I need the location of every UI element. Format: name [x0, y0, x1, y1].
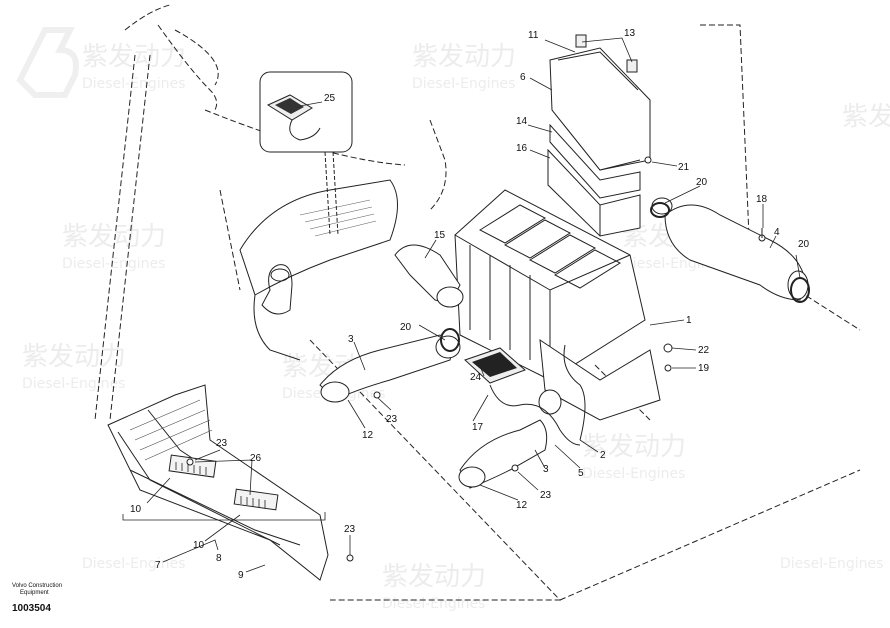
callout-3: 3	[348, 334, 354, 345]
watermark-tile: Diesel-Engines	[780, 556, 883, 572]
callout-6: 6	[520, 72, 526, 83]
callout-9: 9	[238, 570, 244, 581]
callout-10: 10	[193, 540, 205, 551]
filter-stack	[547, 47, 651, 237]
watermark-sub: Diesel-Engines	[22, 376, 125, 392]
hvac-ribs	[478, 204, 622, 289]
caption-line-2: Equipment	[20, 590, 49, 596]
callout-13: 13	[624, 28, 636, 39]
watermark-tile: Diesel-Engines	[82, 556, 185, 572]
callout-24: 24	[470, 372, 482, 383]
callout-17: 17	[472, 422, 484, 433]
callout-20: 20	[696, 177, 708, 188]
callout-25: 25	[324, 93, 336, 104]
callout-16: 16	[516, 143, 528, 154]
callout-19: 19	[698, 363, 710, 374]
watermark-sub: Diesel-Engines	[62, 256, 165, 272]
callout-26: 26	[250, 453, 262, 464]
callout-4: 4	[774, 227, 780, 238]
callout-20: 20	[400, 322, 412, 333]
watermark-sub: Diesel-Engines	[780, 556, 883, 572]
callout-3: 3	[543, 464, 549, 475]
cab-outline	[94, 4, 861, 601]
watermark-sub: Diesel-Engines	[412, 76, 515, 92]
watermark-brand: 紫发动力	[842, 102, 890, 132]
hvac-unit	[454, 189, 661, 421]
callout-22: 22	[698, 345, 710, 356]
watermark-brand: 紫发动力	[582, 432, 686, 462]
air-hose	[319, 244, 562, 489]
callout-14: 14	[516, 116, 528, 127]
drawing-number: 1003504	[12, 603, 51, 614]
callout-11: 11	[528, 30, 539, 41]
watermark-tile: 紫发动力 Diesel-Engines	[16, 27, 186, 98]
vent-slots	[175, 462, 266, 508]
vent-grille	[129, 399, 213, 461]
callout-23: 23	[540, 490, 552, 501]
watermark-sub: Diesel-Engines	[382, 596, 485, 612]
watermark-tile: 紫发动力 Diesel-Engines	[62, 222, 166, 272]
watermark-tile: 紫发动力 Diesel-Engines	[382, 562, 486, 612]
watermark-tile: 紫发动力 Diesel-Engines	[582, 432, 686, 482]
inset-detail	[259, 71, 353, 236]
hose-clamp	[440, 202, 810, 352]
console-texture	[299, 199, 377, 237]
callout-7: 7	[155, 560, 161, 571]
filter-knob	[575, 34, 638, 73]
control-module	[464, 347, 526, 384]
callout-1: 1	[686, 315, 692, 326]
air-vent	[168, 454, 279, 511]
watermark-brand: 紫发动力	[22, 342, 126, 372]
callout-8: 8	[216, 553, 222, 564]
callout-23: 23	[386, 414, 398, 425]
callout-10: 10	[130, 504, 142, 515]
callout-5: 5	[578, 468, 584, 479]
watermark-tile: 紫发动力	[842, 102, 890, 132]
caption-line-1: Volvo Construction	[12, 583, 63, 589]
watermark-layer: 紫发动力 Diesel-Engines 紫发动力 Diesel-Engines …	[16, 27, 890, 612]
callout-20: 20	[798, 239, 810, 250]
watermark-brand: 紫发动力	[412, 42, 516, 72]
leader-lines	[122, 37, 801, 573]
watermark-brand: 紫发动力	[382, 562, 486, 592]
callout-18: 18	[756, 194, 768, 205]
console-duct	[107, 384, 329, 581]
callout-2: 2	[600, 450, 606, 461]
wire-harness	[489, 344, 586, 446]
watermark-tile: 紫发动力 Diesel-Engines	[22, 342, 126, 392]
drawing-caption: Volvo Construction Equipment 1003504	[12, 583, 62, 614]
watermark-tile: 紫发动力 Diesel-Engines	[412, 42, 516, 92]
watermark-sub: Diesel-Engines	[82, 556, 185, 572]
callout-21: 21	[678, 162, 690, 173]
watermark-sub: Diesel-Engines	[582, 466, 685, 482]
callout-15: 15	[434, 230, 446, 241]
control-console	[239, 179, 398, 361]
callout-12: 12	[362, 430, 374, 441]
callout-23: 23	[344, 524, 356, 535]
callout-23: 23	[216, 438, 228, 449]
callout-labels: 11 13 6 14 16 21 20 18 4 20 25 15 20 1 2…	[130, 28, 810, 581]
callout-12: 12	[516, 500, 528, 511]
watermark-sub: Diesel-Engines	[82, 76, 185, 92]
